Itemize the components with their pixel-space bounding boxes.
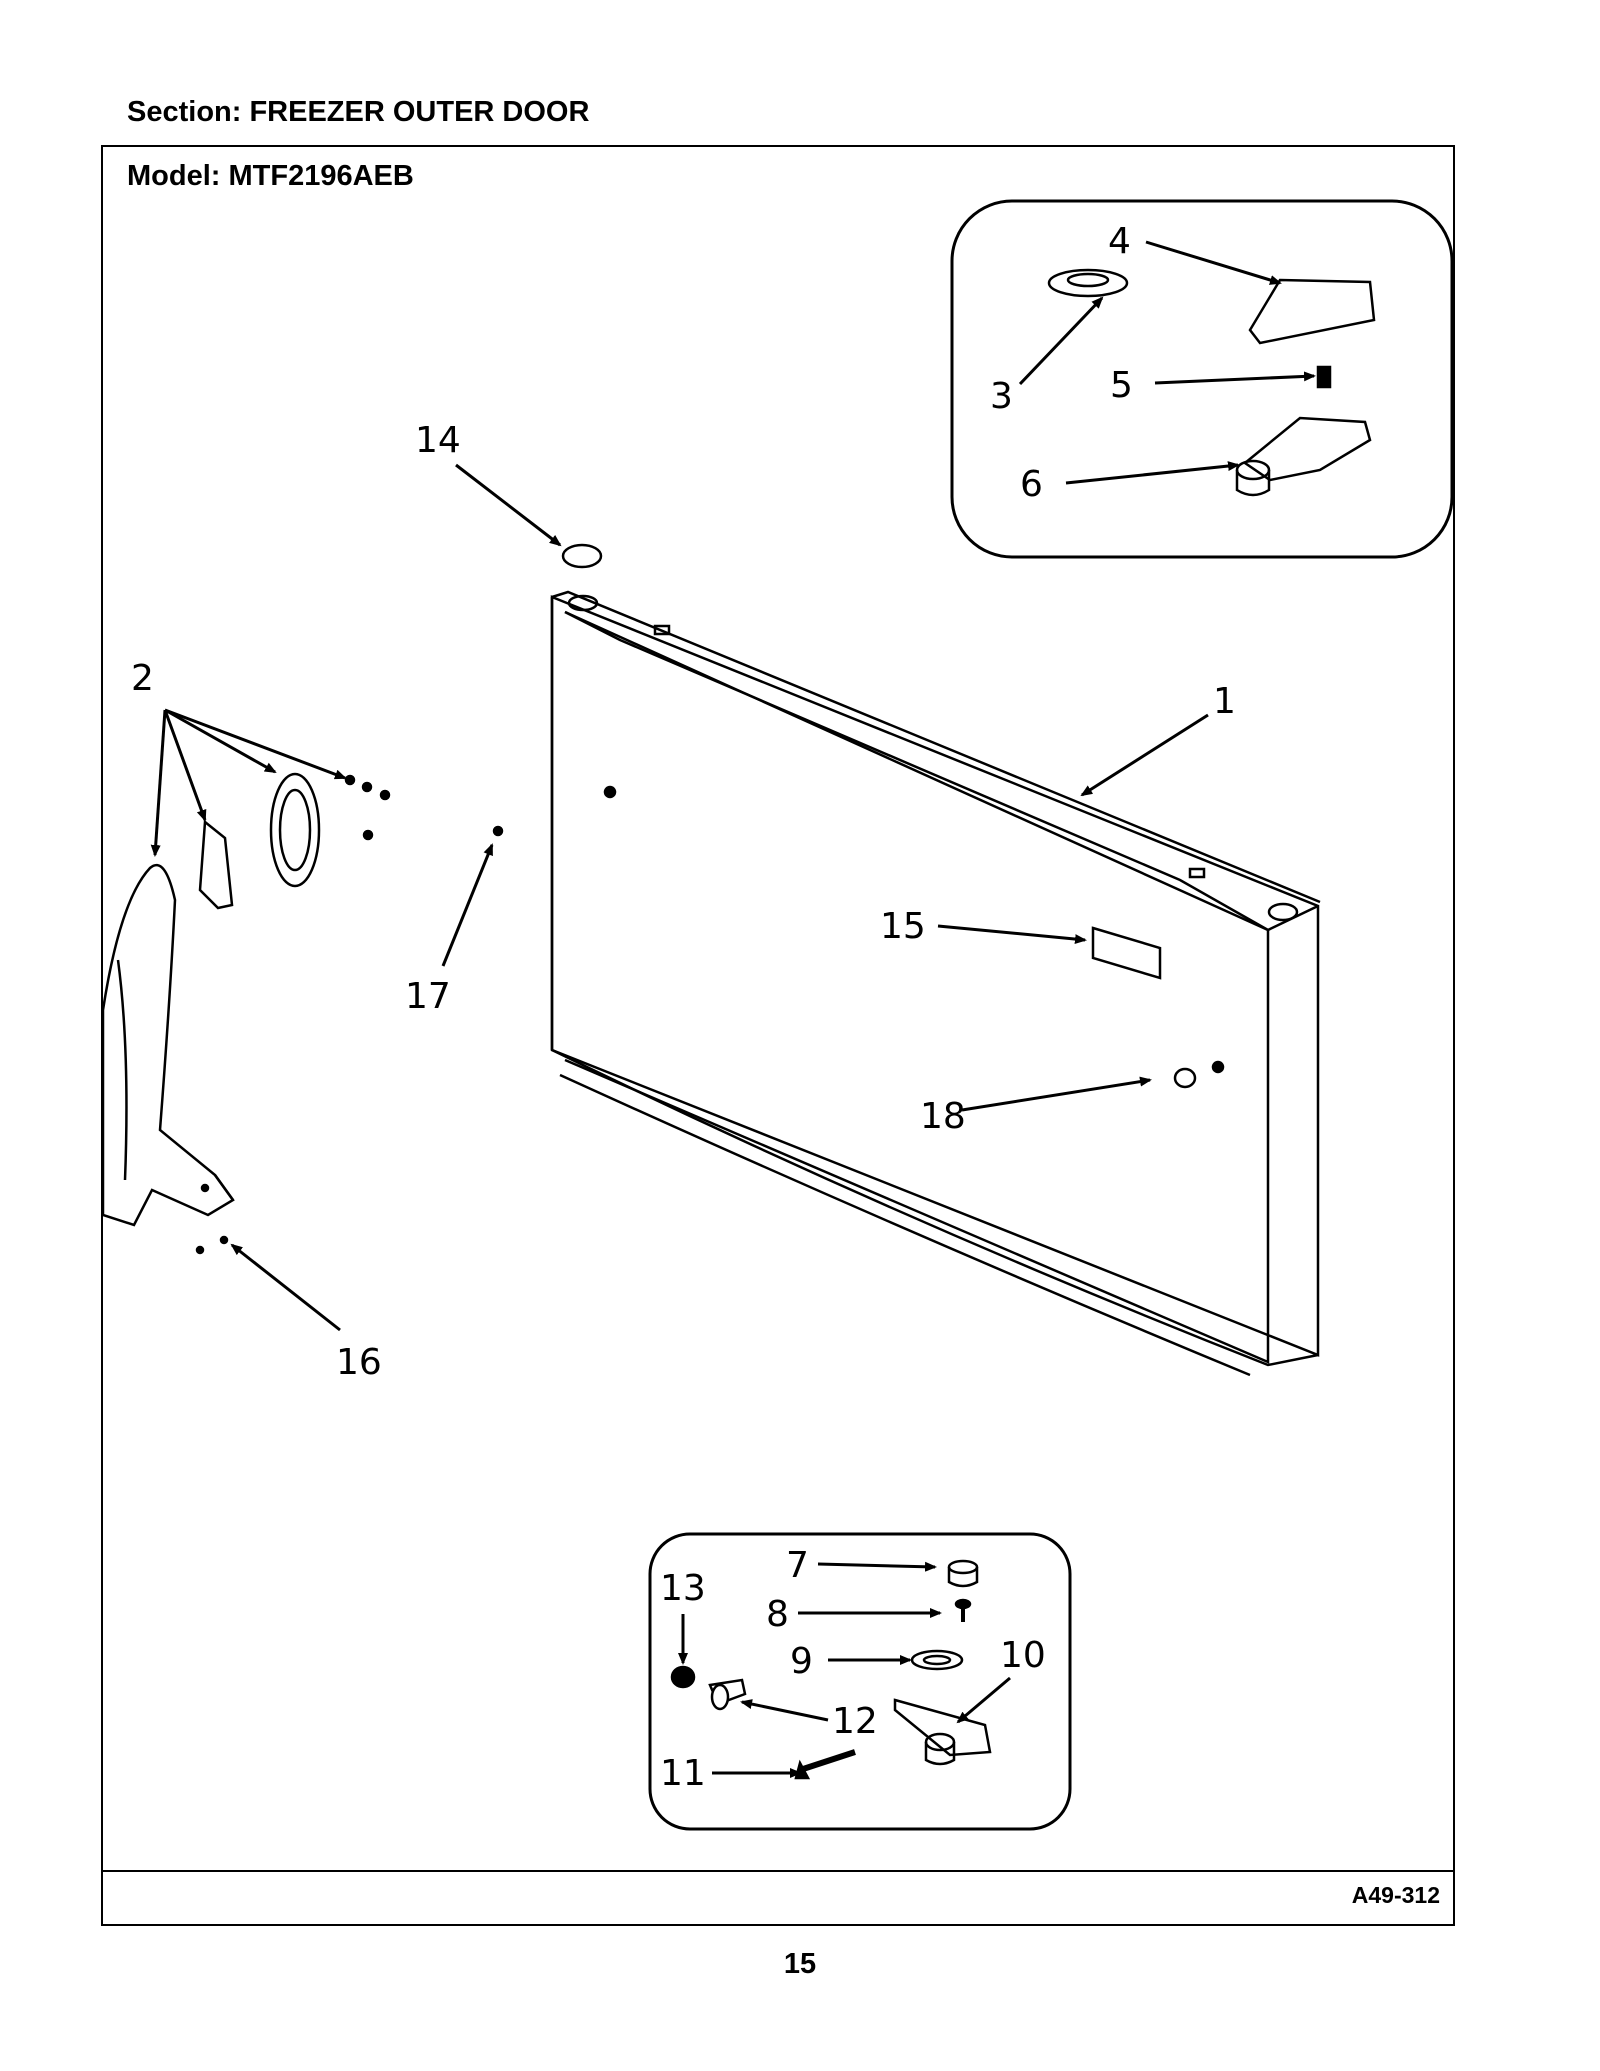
top-hinge-parts [1047,268,1376,497]
page-number: 15 [783,1948,817,1980]
callout-4: 4 [1108,221,1131,262]
door-plug [561,543,603,569]
callout-17: 17 [405,976,451,1017]
freezer-door [550,590,1321,1377]
callout-2: 2 [131,658,154,699]
door-handle [101,772,504,1255]
callout-3: 3 [990,376,1013,417]
callout-14: 14 [415,420,461,461]
inset-top-hinge [950,199,1454,559]
callout-labels: 1 2 3 4 5 6 7 8 9 10 11 12 13 14 15 16 1… [131,221,1236,1794]
callout-18: 18 [920,1096,966,1137]
footer-divider [101,1870,1455,1872]
model-title: Model: MTF2196AEB [127,160,414,192]
callout-5: 5 [1110,365,1133,406]
callout-8: 8 [766,1594,789,1635]
callout-13: 13 [660,1568,706,1609]
callout-10: 10 [1000,1635,1046,1676]
callout-12: 12 [832,1701,878,1742]
callout-11: 11 [660,1753,706,1794]
callout-1: 1 [1213,681,1236,722]
callout-7: 7 [786,1545,809,1586]
label-plate [1091,926,1162,980]
callout-9: 9 [790,1641,813,1682]
section-title: Section: FREEZER OUTER DOOR [127,96,590,128]
callout-6: 6 [1020,464,1043,505]
callout-16: 16 [336,1342,382,1383]
bottom-hinge-parts [670,1559,992,1780]
inset-bottom-hinge [648,1532,1072,1831]
callout-15: 15 [880,906,926,947]
leader-arrows [150,240,1316,1778]
figure-code: A49-312 [1351,1882,1440,1908]
